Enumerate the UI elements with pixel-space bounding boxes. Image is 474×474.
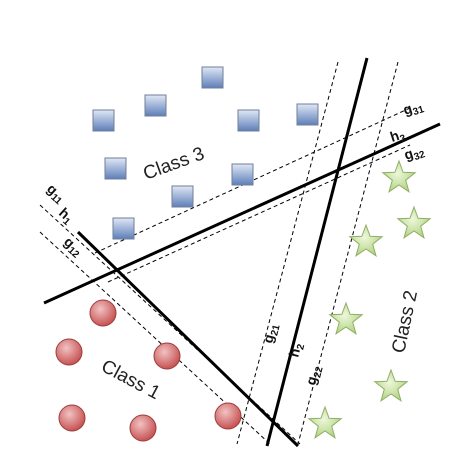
circle-marker	[55, 338, 83, 366]
line-h3	[43, 122, 441, 305]
line-h1	[76, 230, 300, 448]
hyperplanes	[43, 57, 441, 448]
class1-circles	[55, 299, 242, 442]
label-g21: g21	[259, 321, 282, 345]
square-marker	[237, 109, 260, 132]
line-h2	[265, 57, 369, 447]
class1-label: Class 1	[98, 356, 164, 404]
label-g32: g32	[402, 141, 427, 165]
line-g32	[107, 144, 411, 283]
star-marker	[381, 159, 417, 193]
star-marker	[396, 205, 432, 239]
star-marker	[348, 223, 384, 257]
class2-label: Class 2	[388, 289, 422, 355]
square-marker	[104, 157, 127, 180]
label-h2: h2	[285, 341, 307, 360]
label-g22: g22	[302, 363, 325, 387]
line-g31	[94, 107, 411, 254]
circle-marker	[214, 402, 242, 430]
circle-marker	[153, 342, 181, 370]
class2-stars	[307, 159, 432, 439]
label-g31: g31	[401, 96, 426, 120]
star-marker	[373, 368, 409, 402]
class3-label: Class 3	[141, 143, 208, 184]
square-marker	[92, 109, 115, 132]
label-g11: g11	[42, 180, 69, 207]
class3-squares	[92, 66, 319, 240]
star-marker	[328, 301, 364, 335]
circle-marker	[58, 404, 86, 432]
square-marker	[112, 217, 135, 240]
label-h1: h1	[54, 204, 78, 228]
line-g21	[236, 61, 339, 445]
square-marker	[231, 163, 254, 186]
circle-marker	[89, 299, 117, 327]
star-marker	[307, 405, 343, 439]
square-marker	[296, 103, 319, 126]
square-marker	[144, 94, 167, 117]
square-marker	[201, 66, 224, 89]
square-marker	[171, 185, 194, 208]
line-g22	[297, 61, 399, 445]
circle-marker	[129, 414, 157, 442]
